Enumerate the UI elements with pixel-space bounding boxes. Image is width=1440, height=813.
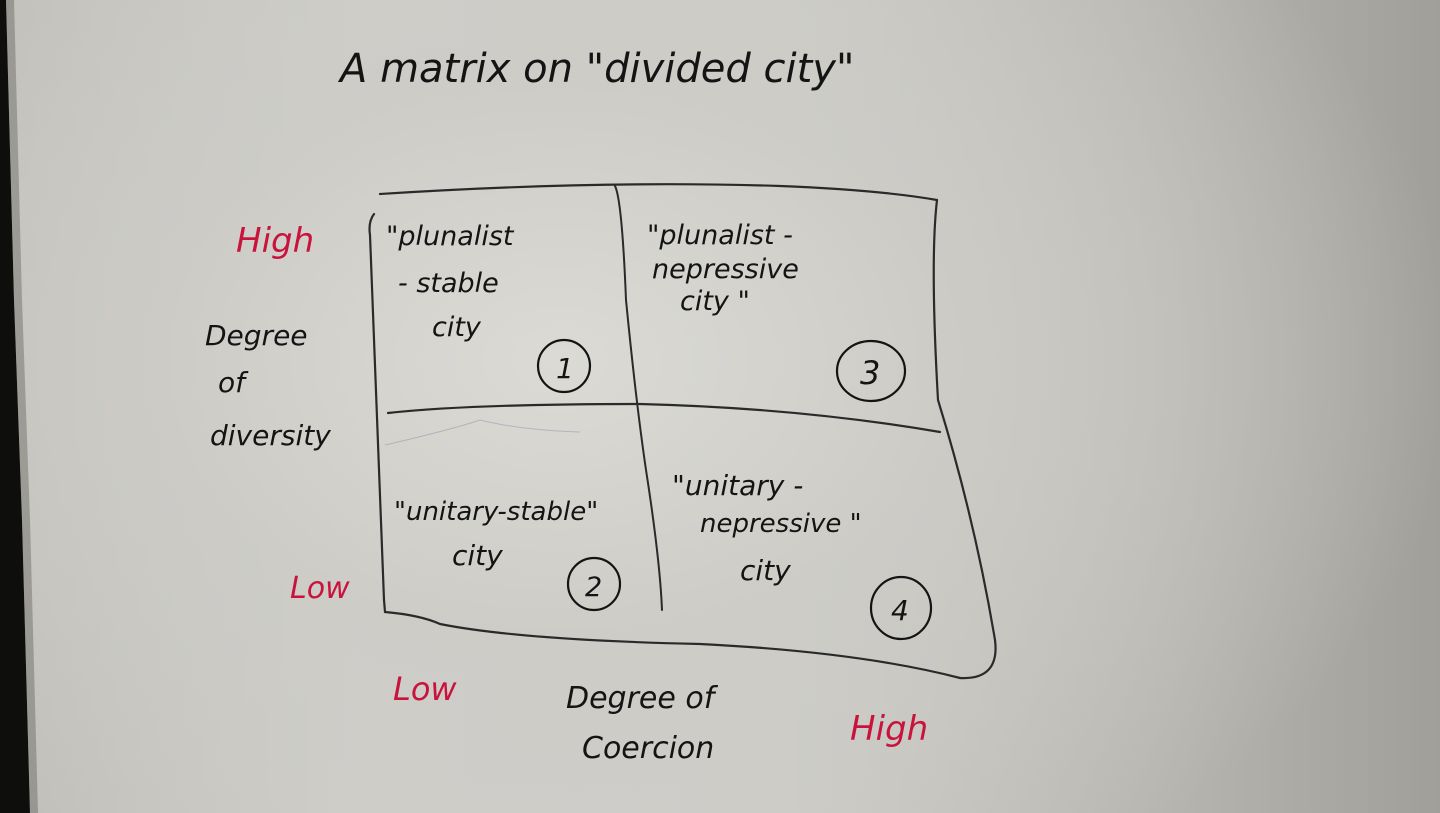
quadrant-text-line: "unitary -: [672, 469, 803, 502]
quadrant-text-line: - stable: [398, 268, 499, 299]
y-axis-low-label: Low: [290, 571, 350, 606]
quadrant-text-line: "plunalist: [386, 221, 515, 252]
x-axis-label-line: Coercion: [582, 731, 714, 766]
quadrant-number-circle: [566, 556, 622, 612]
quadrant-plural-stable: "plunalist - stable city 1: [386, 221, 592, 394]
quadrant-number: 4: [891, 594, 909, 627]
quadrant-plural-repressive: "plunalist - nepressive city " 3: [647, 220, 907, 403]
quadrant-number-circle: [835, 339, 907, 403]
y-axis-high-label: High: [236, 221, 314, 261]
y-axis-label-line: Degree: [205, 319, 308, 352]
matrix-frame-top: [378, 183, 939, 202]
quadrant-text-line: city: [432, 312, 482, 343]
matrix-frame-left: [368, 212, 387, 614]
quadrant-text-line: city ": [680, 286, 750, 317]
quadrant-text-line: nepressive: [652, 254, 799, 285]
matrix-divider-vertical: [614, 185, 663, 611]
diagram-title: A matrix on "divided city": [337, 46, 854, 92]
x-axis-label-line: Degree of: [566, 681, 719, 716]
quadrant-text-line: city: [452, 539, 503, 572]
quadrant-text-line: "unitary-stable": [394, 497, 598, 527]
quadrant-unitary-stable: "unitary-stable" city 2: [394, 497, 622, 612]
quadrant-text-line: nepressive ": [700, 509, 862, 539]
matrix-frame-bottom: [383, 610, 962, 680]
y-axis-label-line: of: [218, 366, 249, 399]
x-axis-low-label: Low: [393, 670, 457, 708]
quadrant-number-circle: [869, 575, 933, 641]
quadrant-number-circle: [536, 338, 592, 394]
quadrant-text-line: city: [740, 554, 791, 587]
quadrant-number: 2: [585, 572, 602, 603]
x-axis-high-label: High: [850, 709, 928, 749]
matrix-divider-horizontal: [386, 402, 942, 434]
matrix-frame-right: [932, 198, 997, 680]
quadrant-text-line: "plunalist -: [647, 220, 793, 251]
quadrant-unitary-repressive: "unitary - nepressive " city 4: [672, 469, 933, 641]
y-axis-label-line: diversity: [210, 419, 331, 452]
quadrant-number: 1: [556, 352, 574, 385]
quadrant-number: 3: [860, 354, 880, 392]
eraser-smudge: [384, 419, 581, 446]
